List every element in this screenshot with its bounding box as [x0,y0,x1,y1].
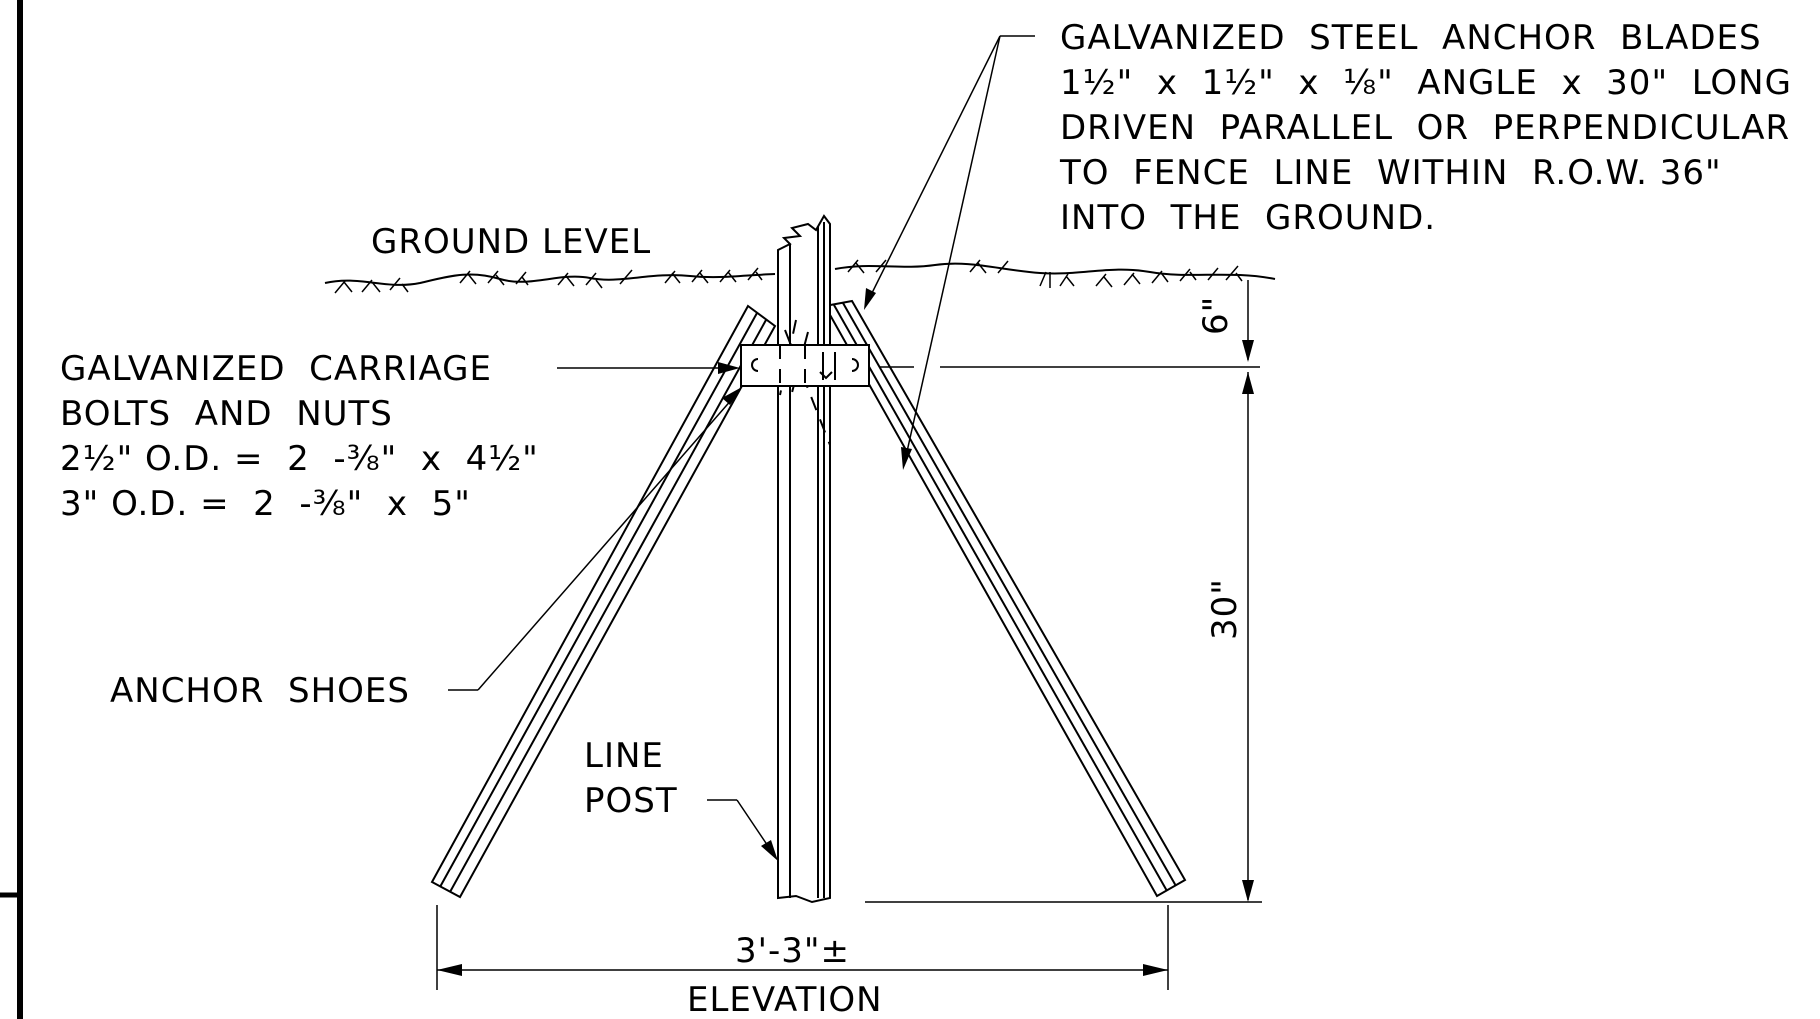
leader-lines [448,35,1035,861]
dim-6in: 6" [1196,296,1236,335]
label-carriage-bolts-3: 2½" O.D. = 2 -⅜" x 4½" [60,439,539,479]
dim-width: 3'-3"± [735,931,850,971]
label-line-post-2: POST [584,781,678,821]
label-anchor-blades-2: 1½" x 1½" x ⅛" ANGLE x 30" LONG [1060,63,1792,103]
depth-dimension: 6" 30" [865,280,1262,903]
clamp-plate [740,344,870,390]
label-ground-level: GROUND LEVEL [371,222,651,262]
label-carriage-bolts-2: BOLTS AND NUTS [60,394,393,434]
label-carriage-bolts-4: 3" O.D. = 2 -⅜" x 5" [60,484,471,524]
label-anchor-blades-5: INTO THE GROUND. [1060,198,1436,238]
label-anchor-shoes: ANCHOR SHOES [110,671,410,711]
dim-30in: 30" [1205,578,1245,640]
ground-hatch [334,259,1243,294]
anchor-blade-right [823,299,1187,898]
drawing-title: ELEVATION [687,980,883,1019]
sheet-border [0,0,23,1019]
label-anchor-blades-3: DRIVEN PARALLEL OR PERPENDICULAR [1060,108,1790,148]
width-dimension: 3'-3"± [436,905,1169,990]
labels: GROUND LEVEL GALVANIZED STEEL ANCHOR BLA… [60,18,1792,1019]
label-carriage-bolts-1: GALVANIZED CARRIAGE [60,349,492,389]
anchor-blade-left [430,304,777,899]
label-anchor-blades-1: GALVANIZED STEEL ANCHOR BLADES [1060,18,1762,58]
label-anchor-blades-4: TO FENCE LINE WITHIN R.O.W. 36" [1059,153,1722,193]
line-post [777,214,831,904]
label-line-post-1: LINE [584,736,664,776]
